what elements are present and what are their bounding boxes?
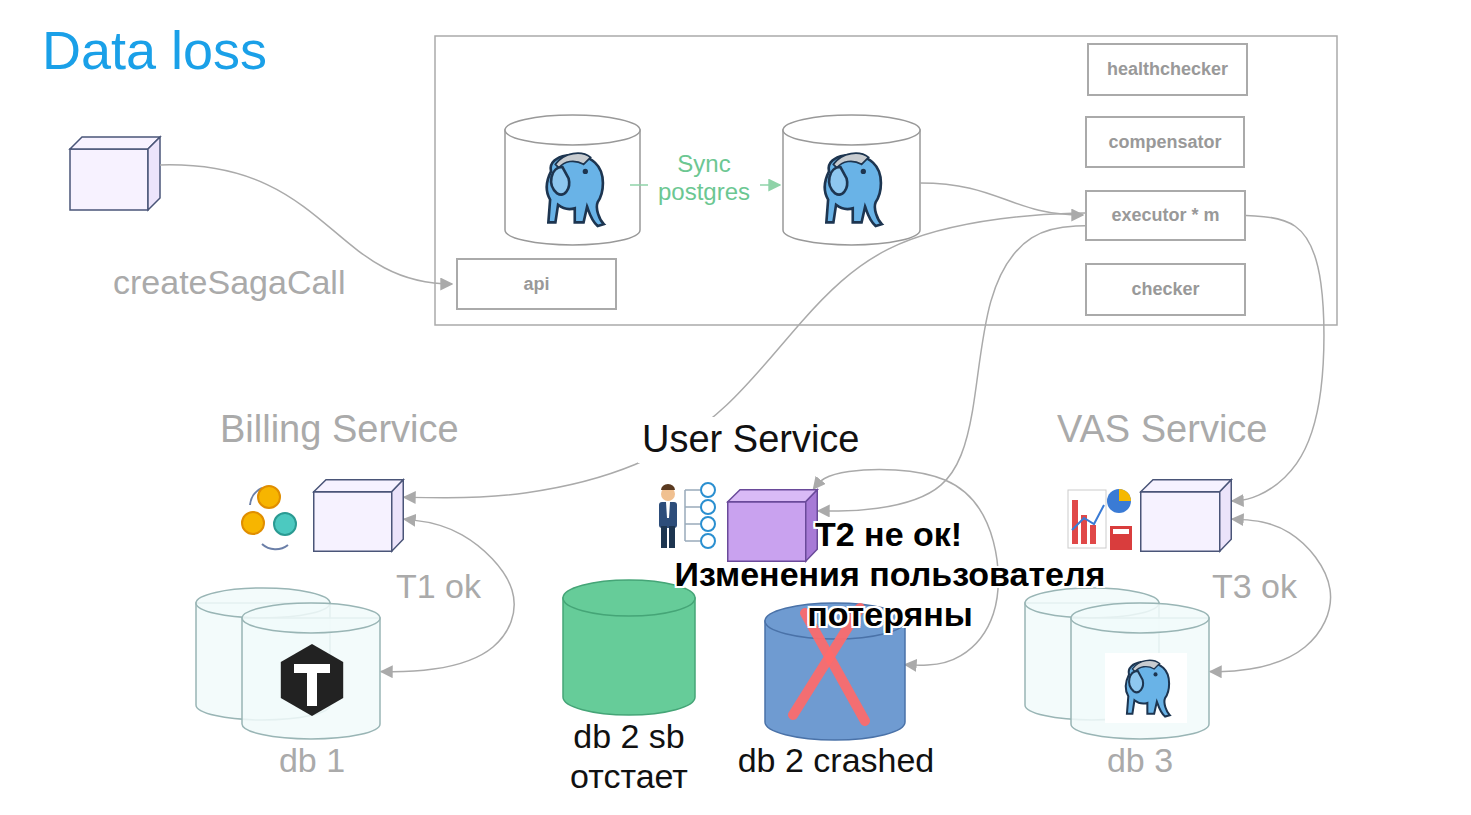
drawing-path [1119, 489, 1131, 501]
drawing-circle [242, 512, 264, 534]
drawing-use [825, 153, 882, 226]
connector [404, 213, 1085, 498]
drawing-rect [661, 526, 667, 548]
service-name: User Service [638, 417, 864, 463]
drawing-polygon [70, 137, 160, 149]
tarantool-logo [281, 644, 343, 716]
drawing-use [547, 153, 604, 226]
database-cylinder: db 1 [196, 588, 381, 740]
drawing-circle [701, 517, 715, 531]
edge-label: T1 ok [396, 566, 481, 606]
logo-ground [1105, 653, 1187, 723]
service-cube: User Service [727, 489, 818, 562]
drawing-path [661, 484, 675, 490]
cube-shape [313, 479, 404, 552]
system-container [435, 36, 1337, 325]
connector [1232, 216, 1324, 501]
drawing-rect [1090, 525, 1096, 544]
postgres-logo [1126, 660, 1170, 716]
service-cube: VAS Service [1140, 479, 1232, 552]
service-name: Billing Service [220, 407, 459, 453]
drawing-path [685, 490, 700, 541]
drawing-path [505, 130, 640, 245]
process-box: checker [1085, 263, 1246, 316]
box-label: checker [1131, 279, 1199, 300]
drawing-circle [274, 513, 296, 535]
cylinder-top [1071, 603, 1209, 633]
drawing-circle [258, 486, 280, 508]
drawing-rect [669, 526, 675, 548]
drawing-rect [524, 148, 622, 230]
process-box: executor * m [1085, 190, 1246, 241]
database-cylinder: db 2 sb отстает [563, 580, 695, 715]
cylinder-body [242, 618, 380, 739]
note-label: Изменения пользователя потеряны [640, 554, 1140, 634]
cube-shape [1140, 479, 1232, 552]
drawing-rect [70, 149, 148, 210]
database-name: db 2 crashed [716, 740, 956, 780]
postgres-primary [505, 115, 640, 245]
postgres-replica [783, 115, 920, 245]
cube-front [1141, 492, 1220, 552]
cube-side [1220, 480, 1232, 552]
drawing-rect [1113, 529, 1129, 534]
db-shape [1025, 588, 1210, 740]
db-shape [563, 580, 695, 715]
drawing-circle [1107, 489, 1131, 513]
drawing-rect [659, 502, 677, 528]
drawing-circle [701, 500, 715, 514]
diagram-title: Data loss [42, 18, 267, 83]
person-icon [659, 483, 715, 548]
drawing-polygon [666, 502, 670, 518]
drawing-rect [1072, 500, 1078, 544]
cylinder-body [1071, 618, 1209, 739]
edge-label: T2 не ок! [815, 514, 962, 554]
replica-feed-arrow [920, 183, 1083, 215]
database-cylinder: db 3 [1025, 588, 1210, 740]
cube-top [728, 490, 818, 502]
drawing-ellipse [505, 115, 640, 145]
drawing-ellipse [783, 115, 920, 145]
note-label: createSagaCall [113, 262, 345, 303]
chart-icon [1068, 489, 1132, 550]
box-label: compensator [1108, 132, 1221, 153]
cube-shape [727, 489, 818, 562]
drawing-rect [1068, 490, 1106, 548]
cube-front [728, 502, 806, 562]
process-box: healthchecker [1087, 43, 1248, 96]
cylinder-top [242, 603, 380, 633]
process-box: api [456, 258, 617, 310]
client-cube [70, 137, 160, 210]
db-shape [196, 588, 381, 740]
edge-label: T3 ok [1212, 566, 1297, 606]
drawing-circle [701, 534, 715, 548]
cube-top [1141, 480, 1232, 492]
database-name: db 2 sb отстает [554, 716, 704, 796]
service-cube: Billing Service [313, 479, 404, 552]
database-name: db 3 [1090, 740, 1190, 780]
connector [818, 226, 1085, 511]
logo-stroke [307, 664, 317, 706]
cube-front [314, 492, 392, 552]
cube-top [314, 480, 404, 492]
coins-icon [242, 486, 296, 549]
database-name: db 1 [262, 740, 362, 780]
drawing-path [783, 130, 920, 245]
drawing-polygon [148, 137, 160, 210]
drawing-rect [802, 148, 900, 230]
box-label: executor * m [1111, 205, 1219, 226]
box-label: healthchecker [1107, 59, 1228, 80]
drawing-path [262, 544, 288, 549]
cube-side [392, 480, 404, 552]
service-name: VAS Service [1057, 407, 1267, 453]
box-label: api [523, 274, 549, 295]
process-box: compensator [1085, 116, 1245, 168]
drawing-circle [701, 483, 715, 497]
drawing-rect [1110, 526, 1132, 550]
drawing-polyline [1072, 505, 1104, 530]
note-label: Sync postgres [648, 150, 760, 206]
